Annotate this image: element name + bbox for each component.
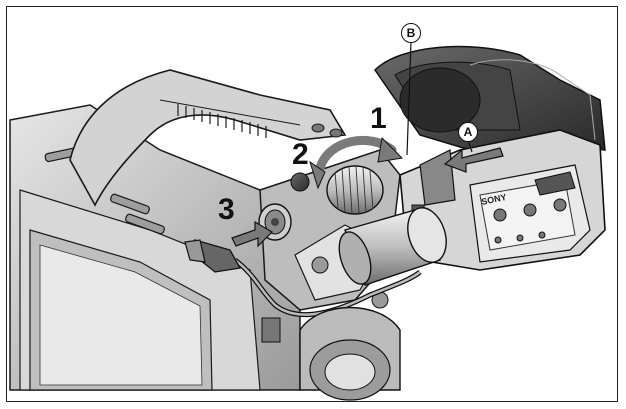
- step-label-2: 2: [292, 138, 309, 171]
- leader-a: [467, 139, 473, 153]
- carry-handle: [69, 69, 347, 207]
- point-label-b: B: [401, 23, 421, 43]
- point-label-a: A: [458, 122, 478, 142]
- leader-b: [406, 41, 412, 156]
- slide-arrow-icon: [443, 147, 504, 173]
- knurled-knob: [326, 165, 384, 215]
- figure-border: [6, 6, 618, 402]
- push-arrow-icon: [231, 220, 273, 248]
- viewfinder-tube: [338, 207, 447, 286]
- lens-mount: [261, 306, 401, 401]
- step-label-1: 1: [370, 102, 387, 135]
- step-label-3: 3: [218, 193, 235, 226]
- handle-grip: [177, 104, 267, 138]
- viewfinder-eyepiece: [374, 45, 606, 151]
- curved-arrow-icon: [309, 135, 404, 190]
